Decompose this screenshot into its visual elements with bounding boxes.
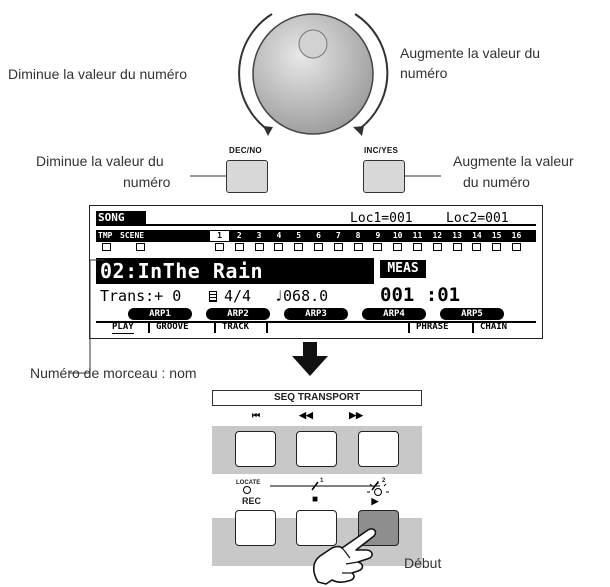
track-number-14[interactable]: 14 bbox=[472, 231, 482, 240]
track-number-1[interactable]: 1 bbox=[210, 231, 229, 241]
track-square-6 bbox=[314, 243, 323, 251]
track-number-6[interactable]: 6 bbox=[316, 231, 321, 240]
pointing-hand-icon bbox=[312, 528, 377, 585]
rec-label: REC bbox=[242, 496, 262, 506]
track-square-15 bbox=[492, 243, 502, 251]
song-leader-line bbox=[70, 259, 104, 374]
stop-button[interactable] bbox=[296, 510, 337, 546]
loc2-value: Loc2=001 bbox=[446, 211, 509, 226]
dial-increase-label-2: numéro bbox=[400, 65, 448, 81]
song-name: 02:InThe Rain bbox=[100, 259, 264, 283]
inc-yes-button[interactable] bbox=[363, 160, 405, 193]
track-square-16 bbox=[512, 243, 521, 251]
rec-button[interactable] bbox=[235, 510, 276, 546]
dial-increase-label-1: Augmente la valeur du bbox=[400, 45, 541, 61]
locate-indicators bbox=[243, 481, 389, 496]
transpose-value: Trans:+ 0 bbox=[100, 287, 182, 305]
dec-no-label: DEC/NO bbox=[229, 146, 262, 155]
start-label: Début bbox=[404, 555, 442, 571]
track-number-16[interactable]: 16 bbox=[511, 231, 522, 240]
mode-indicator: SONG bbox=[96, 211, 146, 224]
dial-decrease-label: Diminue la valeur du numéro bbox=[8, 66, 187, 82]
rewind-button[interactable] bbox=[296, 431, 337, 467]
tab-groove[interactable]: GROOVE bbox=[156, 322, 189, 332]
time-sig-icon bbox=[209, 291, 217, 302]
track-square-10 bbox=[393, 243, 403, 251]
tab-track[interactable]: TRACK bbox=[222, 322, 250, 332]
track-square-5 bbox=[294, 243, 304, 251]
arp-button-2[interactable]: ARP2 bbox=[206, 308, 270, 320]
fast-forward-icon: ▶▶ bbox=[349, 410, 363, 420]
track-square-4 bbox=[274, 243, 284, 251]
seq-transport-title: SEQ TRANSPORT bbox=[273, 392, 361, 403]
track-number-7[interactable]: 7 bbox=[335, 231, 341, 240]
measure-value: 001 :01 bbox=[380, 284, 461, 306]
track-square-9 bbox=[373, 243, 383, 251]
track-number-15[interactable]: 15 bbox=[491, 231, 502, 240]
track-number-9[interactable]: 9 bbox=[375, 231, 381, 240]
tab-chain[interactable]: CHAIN bbox=[480, 322, 508, 332]
arp-button-1[interactable]: ARP1 bbox=[128, 308, 192, 320]
tmp-label: TMP bbox=[98, 231, 113, 240]
track-square-12 bbox=[432, 243, 442, 251]
play-icon: ▶ bbox=[371, 496, 379, 506]
scene-track-square bbox=[136, 243, 145, 251]
track-square-7 bbox=[333, 243, 343, 251]
stop-icon: ■ bbox=[311, 494, 319, 505]
locate-label: LOCATE bbox=[236, 480, 261, 486]
song-number-name-label: Numéro de morceau : nom bbox=[30, 365, 197, 381]
track-square-8 bbox=[353, 243, 363, 251]
track-number-12[interactable]: 12 bbox=[432, 231, 443, 240]
track-number-3[interactable]: 3 bbox=[256, 231, 262, 240]
locate-1-label: 1 bbox=[320, 478, 324, 484]
track-square-13 bbox=[452, 243, 462, 251]
tab-play[interactable]: PLAY bbox=[112, 322, 134, 334]
track-square-1 bbox=[215, 243, 224, 251]
track-number-10[interactable]: 10 bbox=[392, 231, 403, 240]
track-square-3 bbox=[254, 243, 264, 251]
track-square-14 bbox=[472, 243, 482, 251]
arp-button-5[interactable]: ARP5 bbox=[440, 308, 504, 320]
fast-forward-button[interactable] bbox=[358, 431, 399, 467]
rewind-icon: ◀◀ bbox=[299, 410, 313, 420]
track-number-13[interactable]: 13 bbox=[452, 231, 462, 240]
top-button[interactable] bbox=[235, 431, 276, 467]
dec-no-button[interactable] bbox=[226, 160, 268, 193]
seq-transport-header bbox=[212, 390, 422, 406]
down-arrow-icon bbox=[292, 342, 328, 376]
dec-button-label-1: Diminue la valeur du bbox=[36, 153, 164, 169]
scene-label: SCENE bbox=[120, 231, 145, 240]
arp-button-4[interactable]: ARP4 bbox=[362, 308, 426, 320]
locate-2-label: 2 bbox=[382, 478, 386, 484]
dial-graphic bbox=[238, 13, 389, 136]
track-number-5[interactable]: 5 bbox=[296, 231, 302, 240]
time-signature: 4/4 bbox=[224, 287, 252, 305]
track-number-2[interactable]: 2 bbox=[236, 231, 242, 240]
meas-label: MEAS bbox=[380, 260, 426, 278]
dec-button-label-2: numéro bbox=[123, 174, 171, 190]
top-icon: ⏮ bbox=[251, 410, 261, 420]
track-number-4[interactable]: 4 bbox=[276, 231, 282, 240]
button-leader-lines bbox=[190, 175, 441, 177]
arp-button-3[interactable]: ARP3 bbox=[284, 308, 348, 320]
tmp-track-square bbox=[102, 243, 111, 251]
tab-phrase[interactable]: PHRASE bbox=[416, 322, 449, 332]
inc-yes-label: INC/YES bbox=[364, 146, 399, 155]
inc-button-label-2: du numéro bbox=[463, 174, 530, 190]
tempo-value: ♩068.0 bbox=[274, 287, 329, 305]
track-square-2 bbox=[234, 243, 244, 251]
data-dial[interactable] bbox=[252, 13, 374, 135]
track-number-11[interactable]: 11 bbox=[412, 231, 423, 240]
inc-button-label-1: Augmente la valeur bbox=[453, 153, 574, 169]
track-number-8[interactable]: 8 bbox=[355, 231, 361, 240]
track-square-11 bbox=[413, 243, 422, 251]
loc1-value: Loc1=001 bbox=[350, 211, 413, 226]
